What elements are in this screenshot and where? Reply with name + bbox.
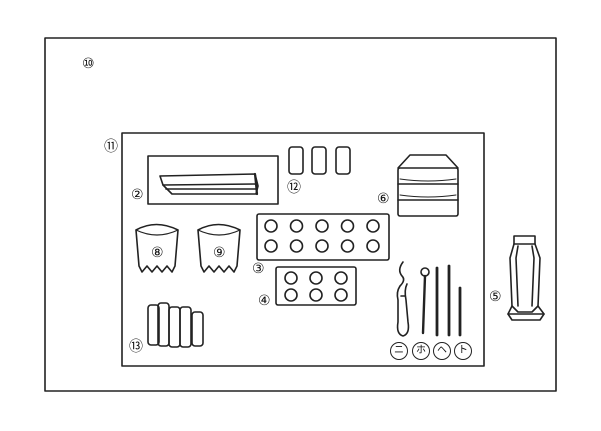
three-small-dishes [288, 146, 351, 175]
label-stacked-box: ⑥ [377, 191, 390, 207]
label-vase: ⑤ [489, 289, 502, 305]
label-dish-rows: ③ [252, 261, 265, 277]
utensil-ni-object [396, 261, 410, 337]
dish-circle [315, 239, 329, 253]
utensil-ho-object [420, 267, 430, 335]
dish-circle [289, 239, 304, 253]
label-utensil-ho: ホ [412, 342, 430, 360]
dish-circle [366, 239, 380, 253]
label-small-dish-row: ④ [258, 293, 271, 309]
label-long-dish: ② [131, 187, 144, 203]
dish-circle [284, 271, 298, 285]
label-cup-left: ⑧ [151, 245, 164, 261]
dish-circle [309, 271, 323, 285]
dish-circle [366, 219, 380, 233]
dish-circle [289, 219, 304, 233]
dish-circle [309, 288, 323, 302]
label-three-small: ⑫ [287, 180, 301, 196]
stacked-box [397, 154, 459, 217]
dish-plate-large [256, 213, 390, 261]
dish-circle [284, 288, 298, 302]
dish-circle [334, 288, 348, 302]
label-tray: ⑪ [104, 139, 118, 155]
cup-left [135, 223, 179, 273]
label-outer-mat: ⑩ [82, 56, 95, 72]
label-cup-right: ⑨ [213, 245, 226, 261]
vase [507, 235, 545, 321]
dish-circle [340, 239, 355, 253]
dish-circle [264, 239, 278, 253]
label-utensil-he: ヘ [433, 342, 451, 360]
dish-circle [264, 219, 278, 233]
bundle [147, 302, 204, 348]
dish-circle [340, 219, 355, 233]
label-utensil-ni: ニ [390, 342, 408, 360]
dish-plate-small [275, 266, 357, 306]
dish-circle [315, 219, 329, 233]
outer-mat [44, 37, 557, 392]
label-utensil-to: ト [454, 342, 472, 360]
dish-circle [334, 271, 348, 285]
utensil-to-object [447, 264, 462, 337]
label-bundle: ⑬ [129, 339, 143, 355]
tray [121, 132, 485, 367]
long-dish [147, 155, 279, 205]
cup-right [197, 223, 241, 273]
